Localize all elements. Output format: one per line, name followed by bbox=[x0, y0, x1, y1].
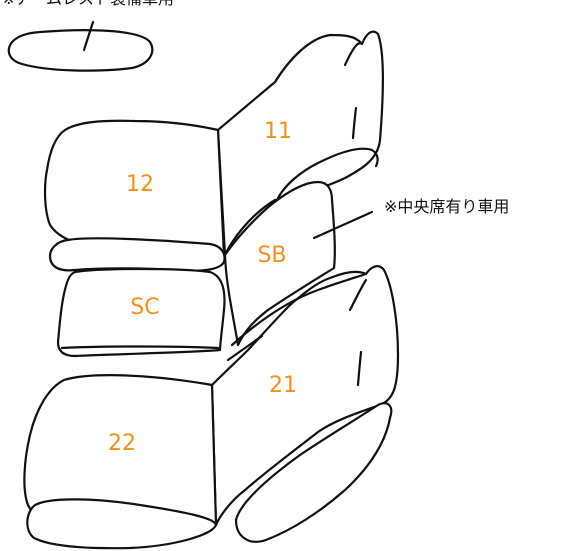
center-seat-note: ※中央席有り車用 bbox=[384, 197, 509, 216]
label-sc: SC bbox=[130, 295, 159, 320]
seat-back-21 bbox=[210, 265, 400, 527]
seat-cushion-rear bbox=[26, 402, 393, 550]
armrest-note: ※アームレスト装備車用 bbox=[2, 0, 174, 8]
label-11: 11 bbox=[264, 119, 292, 144]
seat-cushion-12-base bbox=[48, 237, 226, 272]
label-sb: SB bbox=[257, 243, 286, 268]
label-12: 12 bbox=[126, 172, 154, 197]
label-21: 21 bbox=[269, 373, 297, 398]
seat-back-11 bbox=[216, 30, 384, 257]
label-22: 22 bbox=[108, 431, 136, 456]
seat-back-sb bbox=[223, 180, 374, 347]
seat-cushion-sc bbox=[56, 267, 226, 358]
armrest bbox=[7, 20, 154, 72]
